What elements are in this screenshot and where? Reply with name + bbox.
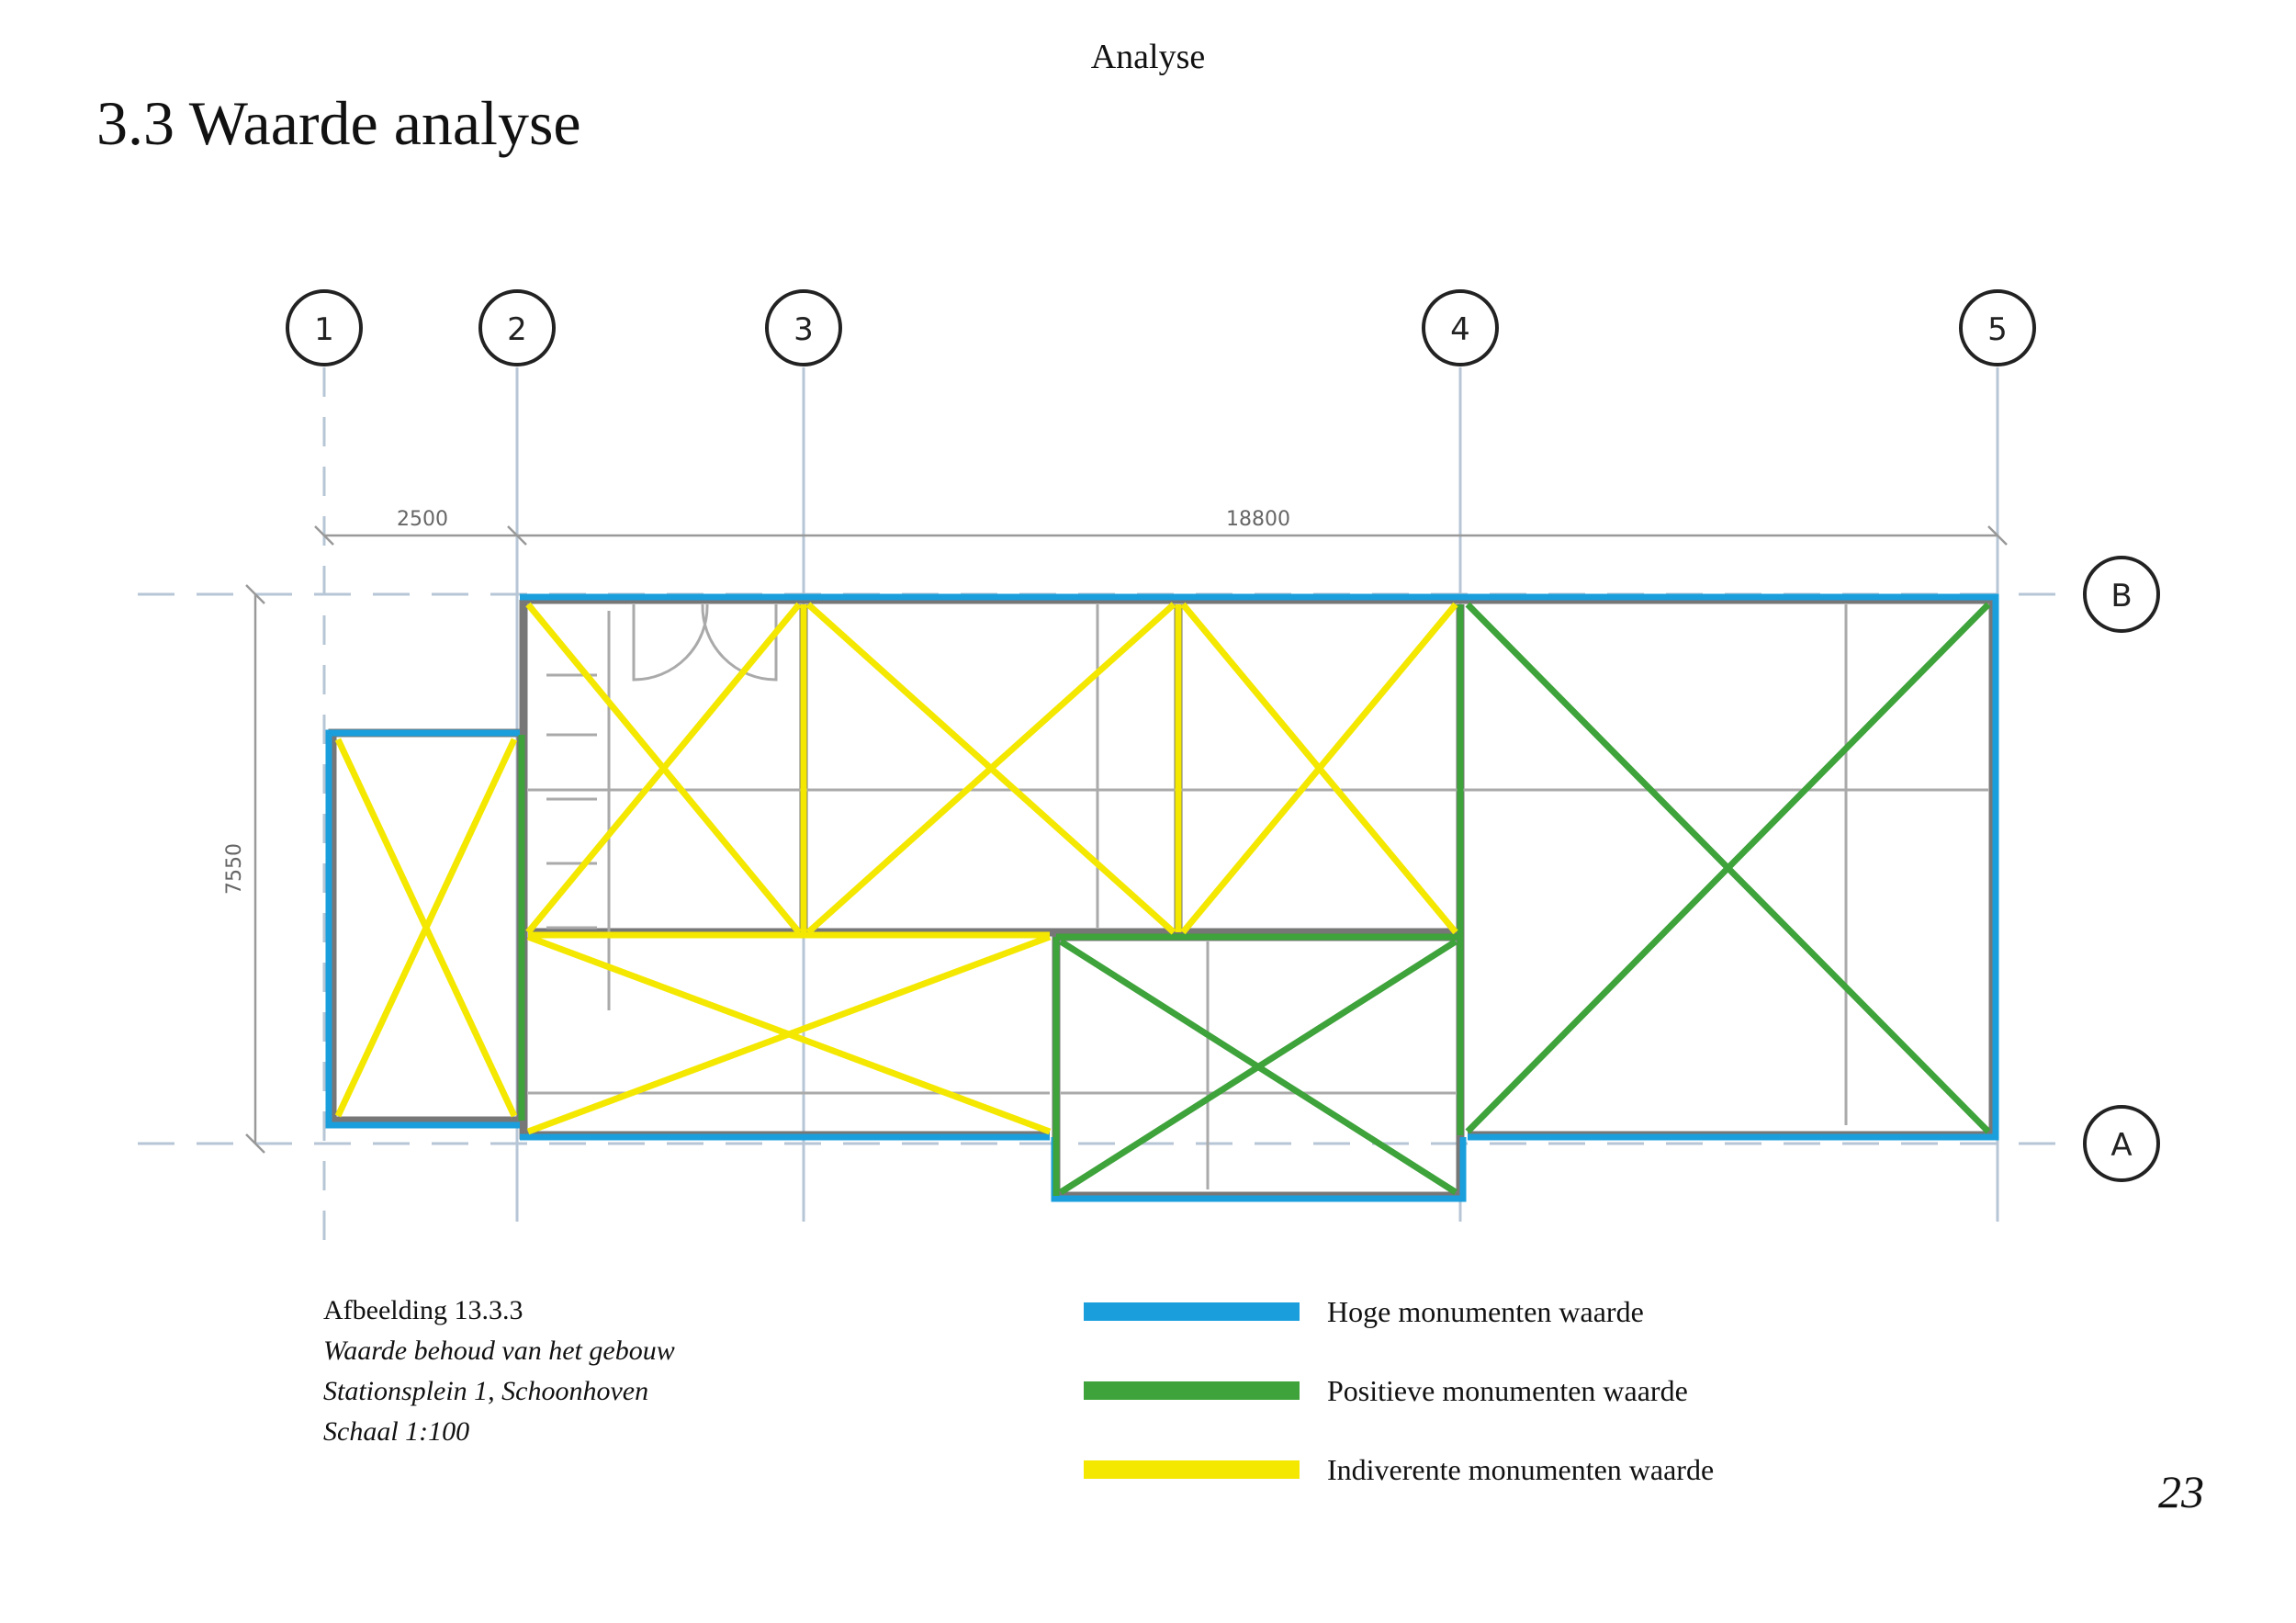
legend-label-high: Hoge monumenten waarde [1327,1294,1644,1328]
section-title: 3.3 Waarde analyse [96,88,581,158]
column-markers [286,289,2160,1182]
legend-label-indifferent: Indiverente monumenten waarde [1327,1452,1715,1486]
caption-description: Waarde behoud van het gebouw [323,1336,675,1366]
legend-label-positive: Positieve monumenten waarde [1327,1373,1688,1407]
caption-number: Afbeelding 13.3.3 [323,1295,523,1325]
row-marker-b [2083,556,2160,633]
caption-scale: Schaal 1:100 [323,1416,470,1447]
column-label-3: 3 [793,311,814,348]
column-marker-5 [1959,289,2036,366]
legend-item-high: Hoge monumenten waarde [1084,1272,1714,1351]
legend: Hoge monumenten waarde Positieve monumen… [1084,1272,1714,1509]
indifferent-value-marks [334,602,1458,1135]
column-marker-3 [765,289,842,366]
column-label-2: 2 [507,311,527,348]
column-marker-1 [286,289,363,366]
building-walls [328,595,1998,1200]
column-label-5: 5 [1987,311,2008,348]
positive-value-marks [518,602,1991,1196]
dimension-18800: 18800 [1226,508,1290,531]
high-value-outline [325,593,1999,1202]
column-marker-2 [478,289,556,366]
page-number: 23 [2158,1466,2204,1517]
legend-item-indifferent: Indiverente monumenten waarde [1084,1430,1714,1509]
legend-swatch-yellow [1084,1460,1300,1479]
column-marker-4 [1422,289,1499,366]
floor-plan: 1 2 3 4 5 B A 2500 18800 7550 [138,289,2160,1249]
column-label-1: 1 [314,311,334,348]
row-label-b: B [2110,578,2132,614]
caption-address: Stationsplein 1, Schoonhoven [323,1376,649,1406]
column-label-4: 4 [1450,311,1470,348]
legend-swatch-green [1084,1381,1300,1400]
legend-swatch-blue [1084,1302,1300,1321]
legend-item-positive: Positieve monumenten waarde [1084,1351,1714,1430]
figure-caption: Afbeelding 13.3.3 Waarde behoud van het … [323,1291,675,1452]
row-label-a: A [2110,1127,2132,1164]
row-marker-a [2083,1105,2160,1182]
dimension-7550: 7550 [223,843,246,895]
dimension-lines [245,525,2008,1154]
dimension-2500: 2500 [397,508,448,531]
chapter-header: Analyse [1090,38,1206,76]
interior-lines [528,603,1988,1189]
